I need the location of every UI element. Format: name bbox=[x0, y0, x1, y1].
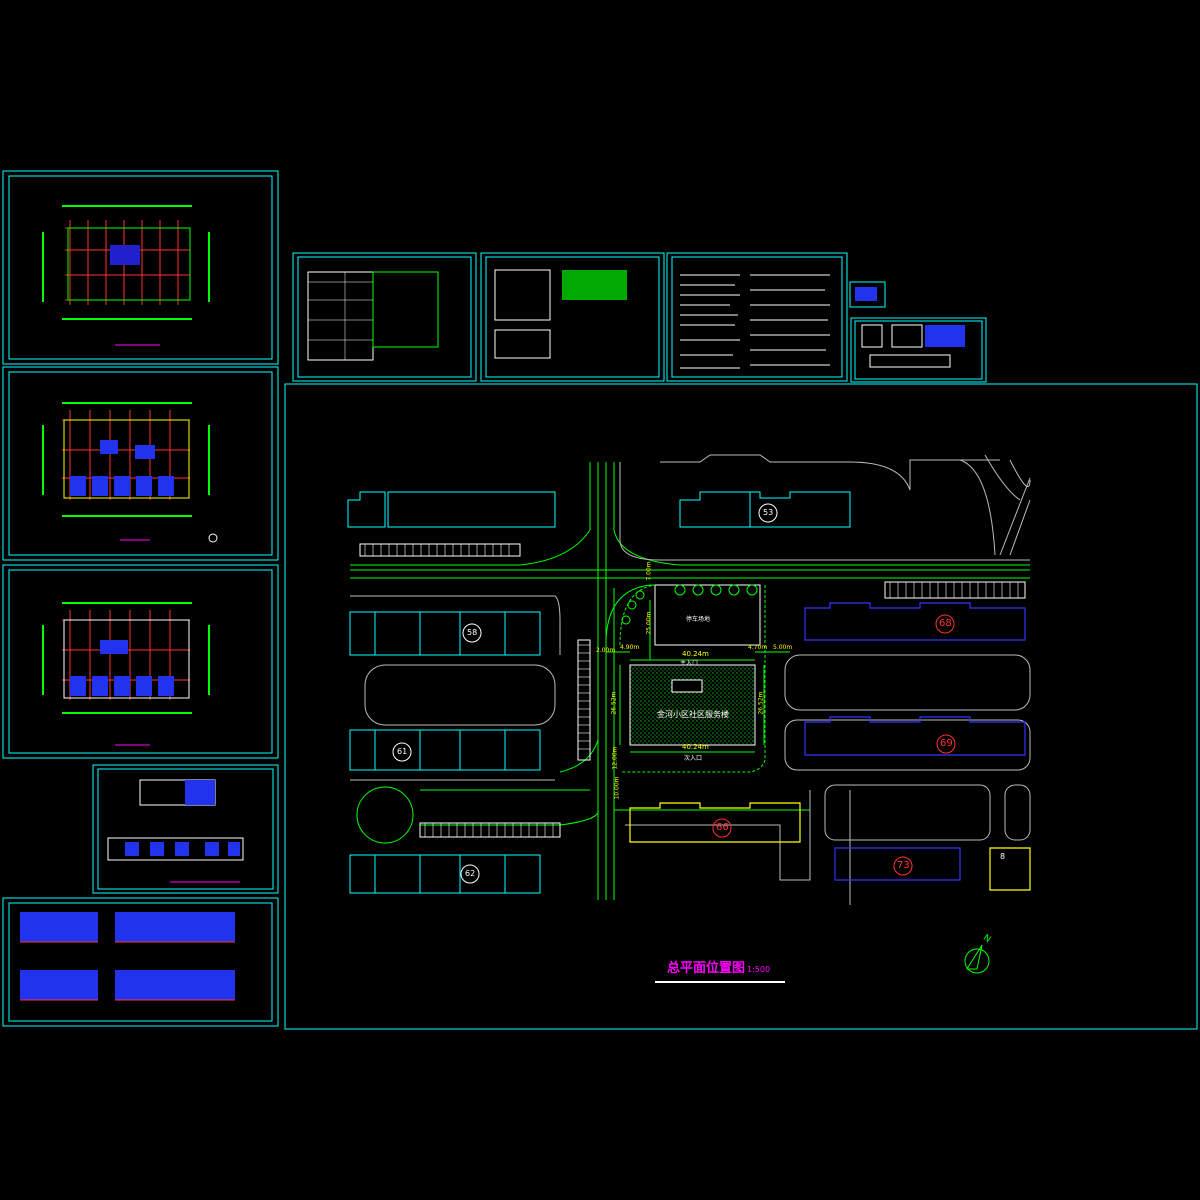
block-number-62: 62 bbox=[465, 869, 476, 878]
cul-de-sac bbox=[356, 786, 414, 844]
roads bbox=[350, 462, 1030, 900]
block-number-66: 66 bbox=[716, 822, 729, 833]
trees bbox=[621, 584, 758, 625]
sheet-floor-plan-3[interactable] bbox=[2, 564, 279, 759]
sheet-detail-small[interactable] bbox=[849, 281, 886, 308]
block-markers bbox=[392, 503, 956, 884]
diagonal-road bbox=[959, 454, 1031, 556]
sheet-design-notes[interactable] bbox=[666, 252, 848, 382]
neighbor-buildings bbox=[347, 491, 851, 894]
dim-height-left: 26.52m bbox=[610, 691, 618, 715]
block-number-73: 73 bbox=[897, 860, 910, 871]
project-site[interactable] bbox=[619, 584, 766, 773]
dim-bottom-width: 40.24m bbox=[682, 743, 709, 751]
dim-top-width: 40.24m bbox=[682, 650, 709, 658]
parking-label: 停车场地 bbox=[686, 616, 711, 623]
sheet-details[interactable] bbox=[850, 317, 987, 383]
sheet-sections[interactable] bbox=[92, 764, 279, 894]
dim-left-offset: 4.90m bbox=[620, 644, 640, 651]
dim-height-right: 26.52m bbox=[757, 691, 765, 715]
dimension-lines bbox=[605, 600, 790, 800]
blue-buildings bbox=[804, 602, 1026, 881]
block-number-58: 58 bbox=[467, 628, 478, 637]
yellow-buildings bbox=[629, 802, 1031, 891]
site-plan-title: 总平面位置图 bbox=[667, 961, 746, 976]
dim-right-offset: 4.70m bbox=[748, 644, 768, 651]
dim-north-depth: 25.00m bbox=[645, 611, 653, 635]
site-plan-scale: 1:500 bbox=[747, 965, 771, 974]
sheet-door-window-table[interactable] bbox=[292, 252, 477, 382]
sheet-floor-plan-1[interactable] bbox=[2, 170, 279, 365]
sheet-site-plan[interactable] bbox=[284, 383, 1198, 1030]
dim-road-offset: 2.00m bbox=[596, 647, 616, 654]
sheet-material-table[interactable] bbox=[480, 252, 665, 382]
dim-south-gap: 12.00m bbox=[611, 746, 619, 770]
sheet-elevations[interactable] bbox=[2, 897, 279, 1027]
entrance-label: 次入口 bbox=[684, 755, 703, 762]
block-number-61: 61 bbox=[397, 747, 408, 756]
dim-south-small: 10.00m bbox=[613, 776, 621, 800]
block-number-68: 68 bbox=[939, 618, 952, 629]
block-number-8: 8 bbox=[1000, 852, 1006, 861]
block-number-53: 53 bbox=[763, 508, 774, 517]
dim-right-gap: 5.00m bbox=[773, 644, 793, 651]
main-entrance-label: 主入口 bbox=[680, 660, 699, 667]
building-label: 金河小区社区服务楼 bbox=[657, 710, 729, 719]
block-number-69: 69 bbox=[940, 738, 953, 749]
north-arrow-icon bbox=[964, 944, 990, 974]
parking-strips bbox=[359, 543, 1026, 838]
dim-corner: 7.00m bbox=[645, 561, 653, 581]
sheet-floor-plan-2[interactable] bbox=[2, 366, 279, 561]
